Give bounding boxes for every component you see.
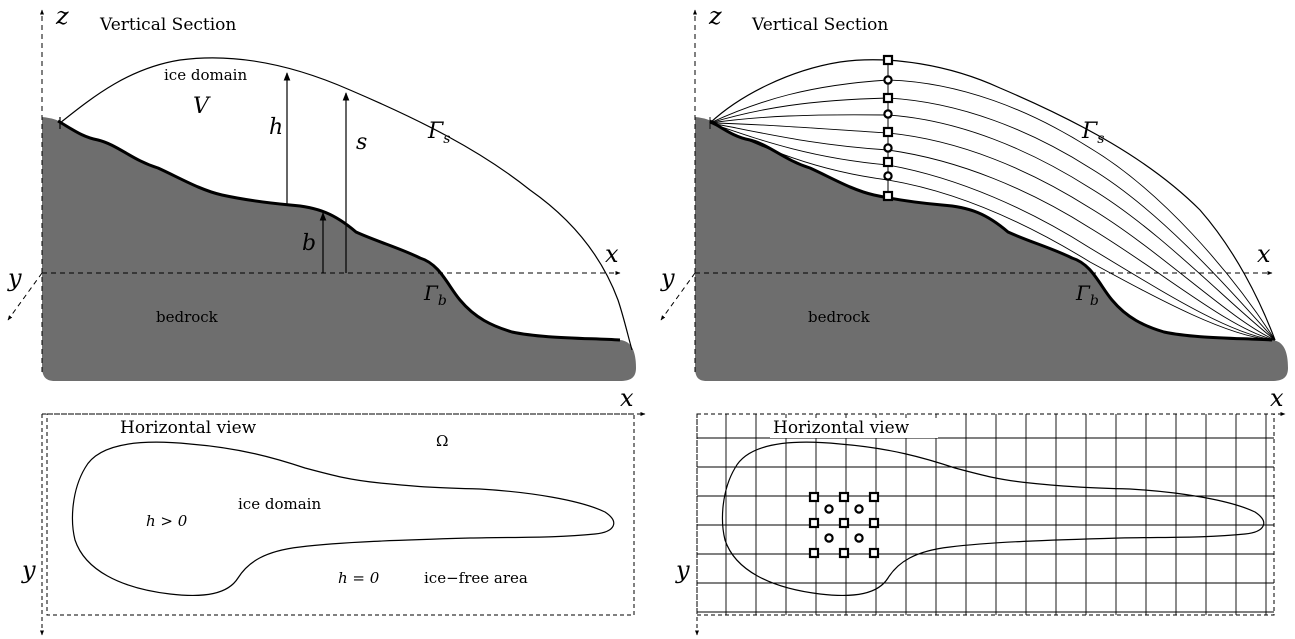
node-square bbox=[838, 547, 850, 559]
right-y2-label: y bbox=[675, 556, 690, 584]
left-x2-label: x bbox=[620, 384, 634, 412]
node-square bbox=[882, 190, 894, 202]
right-horizontal-nodes bbox=[808, 491, 880, 559]
right-bedrock bbox=[695, 117, 1288, 381]
left-bed-surface bbox=[57, 119, 621, 342]
left-vertical-section: z Vertical Section ice domain V h s b Γs… bbox=[7, 2, 636, 381]
left-x-label: x bbox=[605, 240, 619, 268]
node-circle bbox=[883, 171, 893, 181]
right-layer-lines bbox=[709, 59, 1276, 341]
left-ice-outline bbox=[71, 441, 615, 597]
left-horizontal-title: Horizontal view bbox=[120, 418, 257, 438]
left-horizontal-view: x y Horizontal view Ω ice domain h > 0 h… bbox=[21, 384, 646, 636]
node-square bbox=[882, 54, 894, 66]
left-horizontal-frame bbox=[46, 413, 635, 616]
right-horizontal-title: Horizontal view bbox=[773, 418, 910, 438]
node-circle bbox=[824, 504, 834, 514]
node-square bbox=[882, 92, 894, 104]
left-y-label: y bbox=[7, 264, 22, 292]
s-label: s bbox=[356, 130, 367, 155]
node-square bbox=[808, 491, 820, 503]
right-x-label: x bbox=[1257, 240, 1271, 268]
node-square bbox=[868, 517, 880, 529]
left-ice-surface bbox=[59, 57, 633, 351]
left-y-axis bbox=[7, 272, 43, 321]
right-y-label: y bbox=[660, 264, 675, 292]
node-circle bbox=[883, 109, 893, 119]
right-gamma-s-label: Γs bbox=[1081, 119, 1104, 147]
node-square bbox=[808, 547, 820, 559]
left-z-label: z bbox=[55, 2, 69, 30]
node-circle bbox=[854, 533, 864, 543]
b-label: b bbox=[302, 231, 316, 256]
left-section-title: Vertical Section bbox=[99, 15, 236, 35]
node-circle bbox=[883, 75, 893, 85]
right-x2-label: x bbox=[1270, 384, 1284, 412]
ice-free-label: ice−free area bbox=[424, 569, 528, 587]
h-label: h bbox=[269, 115, 283, 140]
node-square bbox=[808, 517, 820, 529]
right-bedrock-label: bedrock bbox=[808, 308, 871, 326]
right-bed-surface bbox=[709, 119, 1273, 342]
h-positive-label: h > 0 bbox=[146, 512, 188, 530]
right-title-backdrop bbox=[770, 418, 938, 438]
right-section-title: Vertical Section bbox=[751, 15, 888, 35]
gamma-s-label: Γs bbox=[427, 119, 450, 147]
h-zero-label: h = 0 bbox=[338, 569, 380, 587]
node-circle bbox=[854, 504, 864, 514]
node-square bbox=[868, 547, 880, 559]
right-y-axis bbox=[660, 272, 696, 321]
right-z-label: z bbox=[708, 2, 722, 30]
omega-label: Ω bbox=[436, 432, 448, 450]
horizontal-ice-domain-label: ice domain bbox=[238, 495, 321, 513]
node-circle bbox=[883, 143, 893, 153]
node-square bbox=[882, 156, 894, 168]
node-circle bbox=[824, 533, 834, 543]
right-column-nodes bbox=[882, 54, 894, 202]
right-vertical-section: z Vertical Section Γs x y Γb bedrock bbox=[660, 2, 1288, 381]
node-square bbox=[868, 491, 880, 503]
left-bedrock bbox=[42, 117, 636, 381]
right-mesh-grid bbox=[697, 414, 1274, 615]
node-square bbox=[838, 491, 850, 503]
node-square bbox=[882, 126, 894, 138]
volume-label: V bbox=[193, 94, 211, 119]
right-ice-outline bbox=[721, 441, 1265, 597]
left-bedrock-label: bedrock bbox=[156, 308, 219, 326]
ice-domain-label: ice domain bbox=[164, 66, 247, 84]
right-horizontal-view: Horizontal view x y bbox=[675, 384, 1286, 636]
left-y2-label: y bbox=[21, 556, 36, 584]
node-square bbox=[838, 517, 850, 529]
